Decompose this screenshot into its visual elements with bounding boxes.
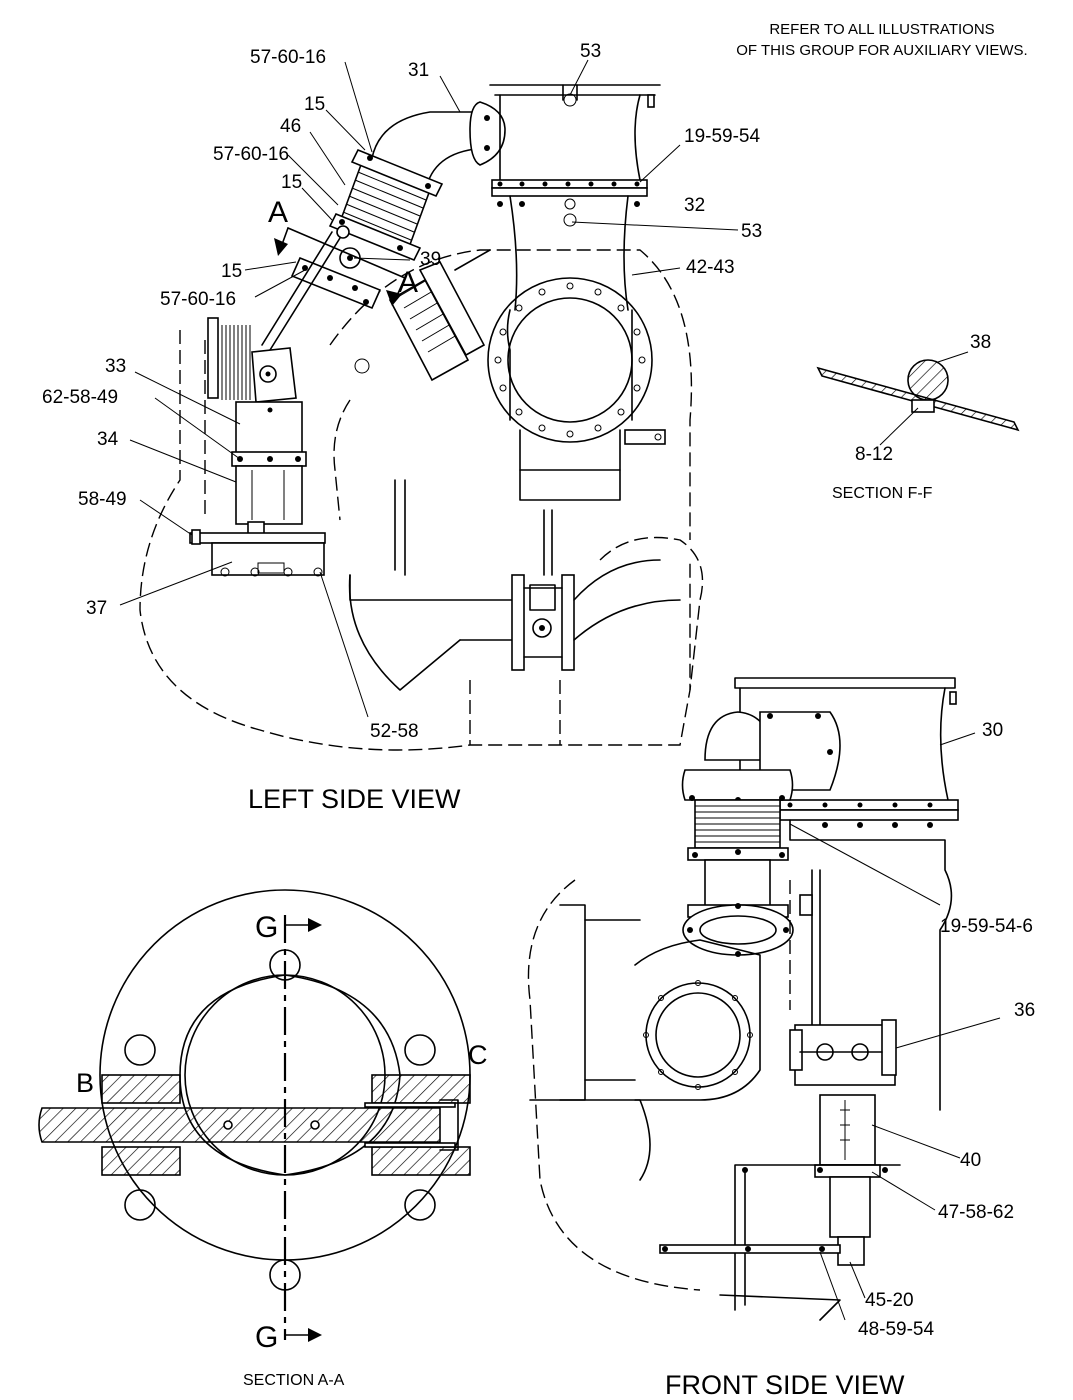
callout-42-43: 42-43 [686,257,735,278]
callout-37: 37 [86,598,107,619]
callout-15-low: 15 [221,261,242,282]
callout-45-20: 45-20 [865,1290,914,1311]
note-line1: REFER TO ALL ILLUSTRATIONS [769,21,994,38]
actuator-assembly [189,317,326,577]
callout-39: 39 [420,249,441,270]
callout-34: 34 [97,429,119,450]
section-mark-a-right: A [398,266,418,299]
section-mark-g-top: G [255,911,278,944]
callout-57-60-16-low: 57-60-16 [160,289,236,310]
callout-33: 33 [105,356,126,377]
detail-mark-b: B [76,1068,94,1098]
callout-57-60-16-top: 57-60-16 [250,47,326,68]
callout-36: 36 [1014,1000,1035,1021]
section-a-a-label: SECTION A-A [243,1372,345,1389]
leader-lines [119,59,1001,1321]
section-arrows-g [284,918,322,1342]
callout-48-59-54: 48-59-54 [858,1319,934,1340]
callout-15-mid: 15 [281,172,302,193]
callout-8-12: 8-12 [855,444,893,465]
callout-53-mid: 53 [741,221,762,242]
callout-58-49: 58-49 [78,489,127,510]
callout-46: 46 [280,116,301,137]
callout-15-top: 15 [304,94,325,115]
callout-57-60-16-mid: 57-60-16 [213,144,289,165]
front-side-view [527,677,959,1321]
section-a-a [38,889,471,1340]
section-f-f-label: SECTION F-F [832,485,933,502]
note-line2: OF THIS GROUP FOR AUXILIARY VIEWS. [736,42,1027,59]
section-arrows-a [274,227,406,306]
front-side-view-title: FRONT SIDE VIEW [665,1370,905,1400]
callout-19-59-54: 19-59-54 [684,126,760,147]
section-f-f [816,359,1020,432]
callout-62-58-49: 62-58-49 [42,387,118,408]
expansion-joint-upper [328,148,444,262]
expansion-joint-right [388,249,491,382]
section-mark-a-left: A [268,196,288,229]
callout-52-58: 52-58 [370,721,419,742]
left-side-view-title: LEFT SIDE VIEW [248,784,461,814]
callout-32: 32 [684,195,705,216]
left-side-view [139,84,704,751]
callout-30: 30 [982,720,1003,741]
callout-47-58-62: 47-58-62 [938,1202,1014,1223]
callout-31: 31 [408,60,429,81]
callout-38: 38 [970,332,991,353]
callout-40: 40 [960,1150,981,1171]
detail-mark-c: C [468,1040,488,1070]
callout-53-top: 53 [580,41,601,62]
callout-19-59-54-6: 19-59-54-6 [940,916,1033,937]
section-mark-g-bottom: G [255,1321,278,1354]
